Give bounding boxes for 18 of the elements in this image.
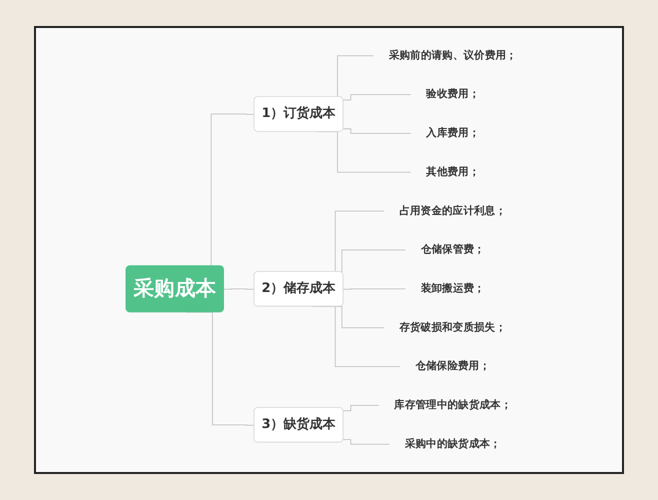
connector (316, 131, 412, 173)
node-text: 验收费用； (426, 88, 480, 100)
connector (342, 439, 390, 445)
connector (224, 288, 255, 290)
node-text: 仓储保管费； (420, 244, 485, 256)
node-text: 采购中的缺货成本； (404, 438, 501, 450)
node-text: 存货破损和变质损失； (399, 321, 506, 334)
node-text: 库存管理中的缺货成本； (394, 398, 512, 412)
connector (343, 288, 406, 290)
node-text: 仓储保险费用； (415, 360, 490, 372)
node-text: 入库费用； (426, 126, 480, 140)
node-text: 装卸搬运费； (420, 282, 485, 295)
connector (342, 94, 412, 100)
node-text: 占用资金的应计利息； (399, 204, 506, 217)
connector (342, 405, 380, 412)
node-text: 采购前的请购、议价费用； (388, 49, 517, 62)
connector (342, 128, 412, 134)
node-text: 其他费用； (426, 166, 480, 178)
